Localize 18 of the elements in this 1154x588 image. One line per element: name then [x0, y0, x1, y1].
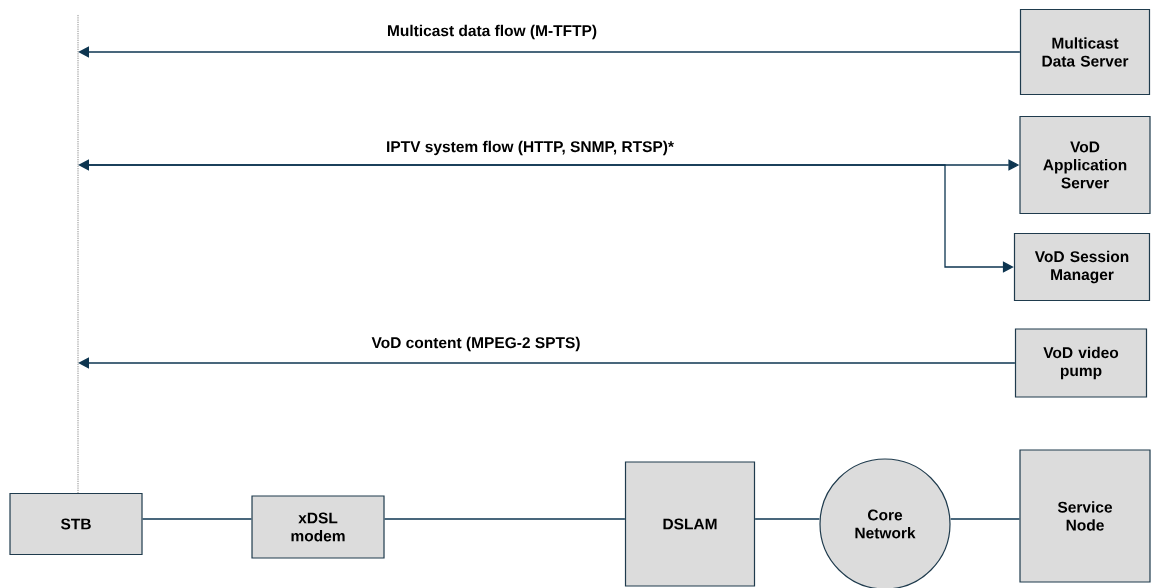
edge-label: Multicast data flow (M-TFTP): [385, 23, 599, 41]
connector-line: [949, 518, 1021, 520]
arrow: [88, 164, 1014, 273]
server-box: VoD video pump: [1014, 328, 1148, 398]
server-box: VoD Session Manager: [1013, 232, 1151, 302]
device-box: STB: [9, 492, 143, 556]
server-box: VoD Application Server: [1019, 115, 1151, 215]
device-box: xDSL modem: [251, 495, 385, 559]
edge-label: IPTV system flow (HTTP, SNMP, RTSP)*: [385, 139, 675, 157]
server-box: Multicast Data Server: [1019, 8, 1151, 96]
connector-line: [383, 518, 626, 520]
connector-line: [754, 518, 821, 520]
arrow: [78, 46, 1021, 58]
device-box: Service Node: [1019, 449, 1151, 583]
connector-line: [141, 518, 253, 520]
device-box: DSLAM: [624, 461, 756, 587]
arrow: [78, 357, 1016, 369]
edge-label: VoD content (MPEG-2 SPTS): [370, 335, 582, 353]
